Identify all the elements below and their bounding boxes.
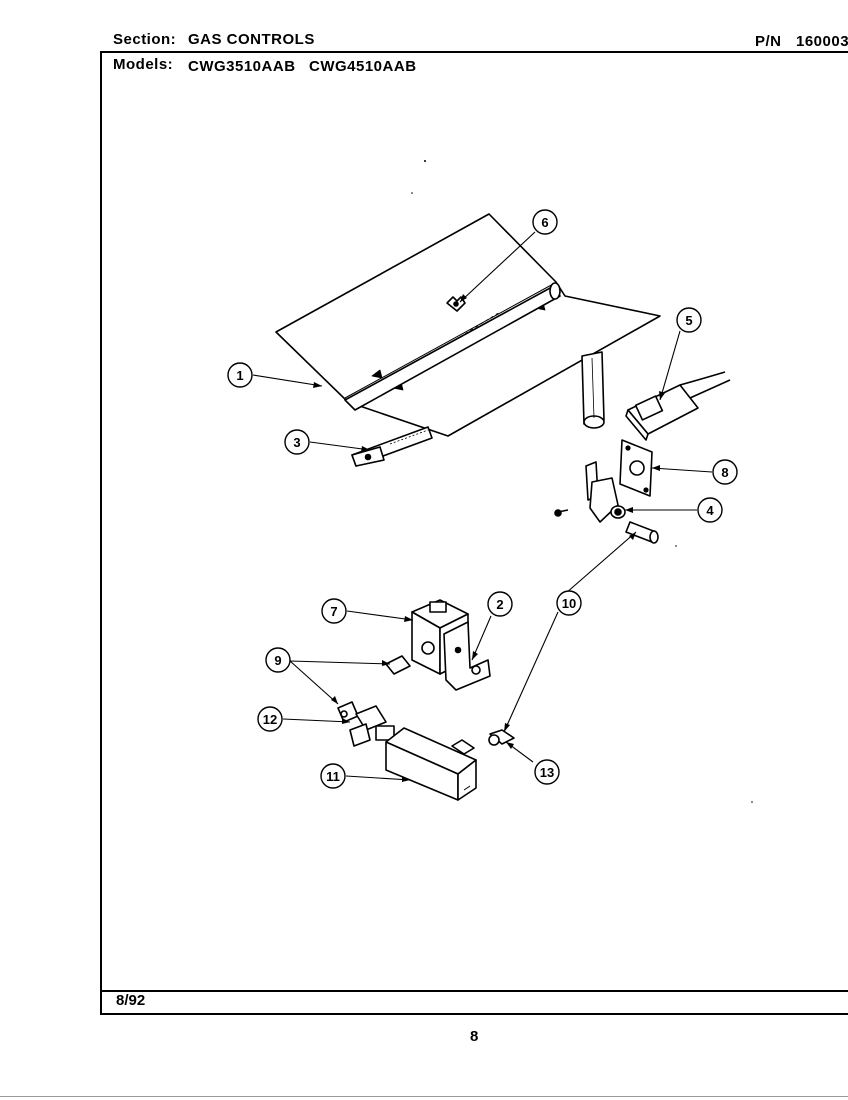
callout-5-label: 5 — [685, 313, 692, 328]
model-2: CWG4510AAB — [309, 58, 417, 75]
ignitor-part — [554, 461, 626, 523]
model-1: CWG3510AAB — [188, 58, 296, 75]
mounting-plate-part — [619, 439, 653, 497]
callout-2: 2 — [487, 591, 513, 617]
callouts: 1 2 3 4 5 6 7 8 — [227, 209, 738, 789]
pn-label: P/N — [755, 33, 782, 50]
bracket-part — [351, 426, 433, 467]
revision-date: 8/92 — [116, 992, 146, 1009]
orifice-part — [488, 729, 515, 746]
callout-12-label: 12 — [263, 712, 277, 727]
callout-11-label: 11 — [326, 769, 340, 784]
callout-9-label: 9 — [274, 653, 281, 668]
callout-8: 8 — [712, 459, 738, 485]
frame-bottom-rule — [101, 1013, 848, 1015]
wing-nut-part — [446, 296, 466, 312]
callout-8-label: 8 — [721, 465, 728, 480]
callout-7-label: 7 — [330, 604, 337, 619]
callout-1-label: 1 — [236, 368, 243, 383]
callout-13: 13 — [534, 759, 560, 785]
frame-footer-rule — [101, 990, 848, 992]
callout-12: 12 — [257, 706, 283, 732]
fitting-part — [337, 655, 411, 723]
ignitor-module-part — [625, 371, 731, 441]
callout-5: 5 — [676, 307, 702, 333]
frame-left-rule — [100, 51, 102, 1015]
pn-value: 160003 — [796, 33, 848, 50]
callout-10-label: 10 — [562, 596, 576, 611]
burner-tube-part — [344, 282, 561, 411]
page-number: 8 — [470, 1028, 479, 1045]
callout-3-label: 3 — [293, 435, 300, 450]
scan-specks — [411, 160, 753, 803]
callout-6: 6 — [532, 209, 558, 235]
callout-3: 3 — [284, 429, 310, 455]
callout-10: 10 — [556, 590, 582, 616]
section-value: GAS CONTROLS — [188, 31, 315, 48]
callout-4: 4 — [697, 497, 723, 523]
burner-pipe-part — [581, 351, 605, 429]
section-label: Section: — [113, 31, 177, 48]
valve-bracket-part — [443, 621, 491, 691]
callout-11: 11 — [320, 763, 346, 789]
callout-1: 1 — [227, 362, 253, 388]
callout-4-label: 4 — [706, 503, 714, 518]
models-label: Models: — [113, 56, 174, 73]
connector-tube-part — [625, 521, 659, 544]
callout-9: 9 — [265, 647, 291, 673]
valve-body-part — [385, 727, 477, 801]
callout-7: 7 — [321, 598, 347, 624]
callout-13-label: 13 — [540, 765, 554, 780]
leader-arrowheads — [313, 294, 665, 782]
frame-top-rule — [101, 51, 848, 53]
fitting-assembly-part — [349, 705, 395, 747]
page-edge-rule — [0, 1096, 848, 1097]
callout-2-label: 2 — [496, 597, 503, 612]
leader-lines — [252, 231, 713, 781]
callout-6-label: 6 — [541, 215, 548, 230]
